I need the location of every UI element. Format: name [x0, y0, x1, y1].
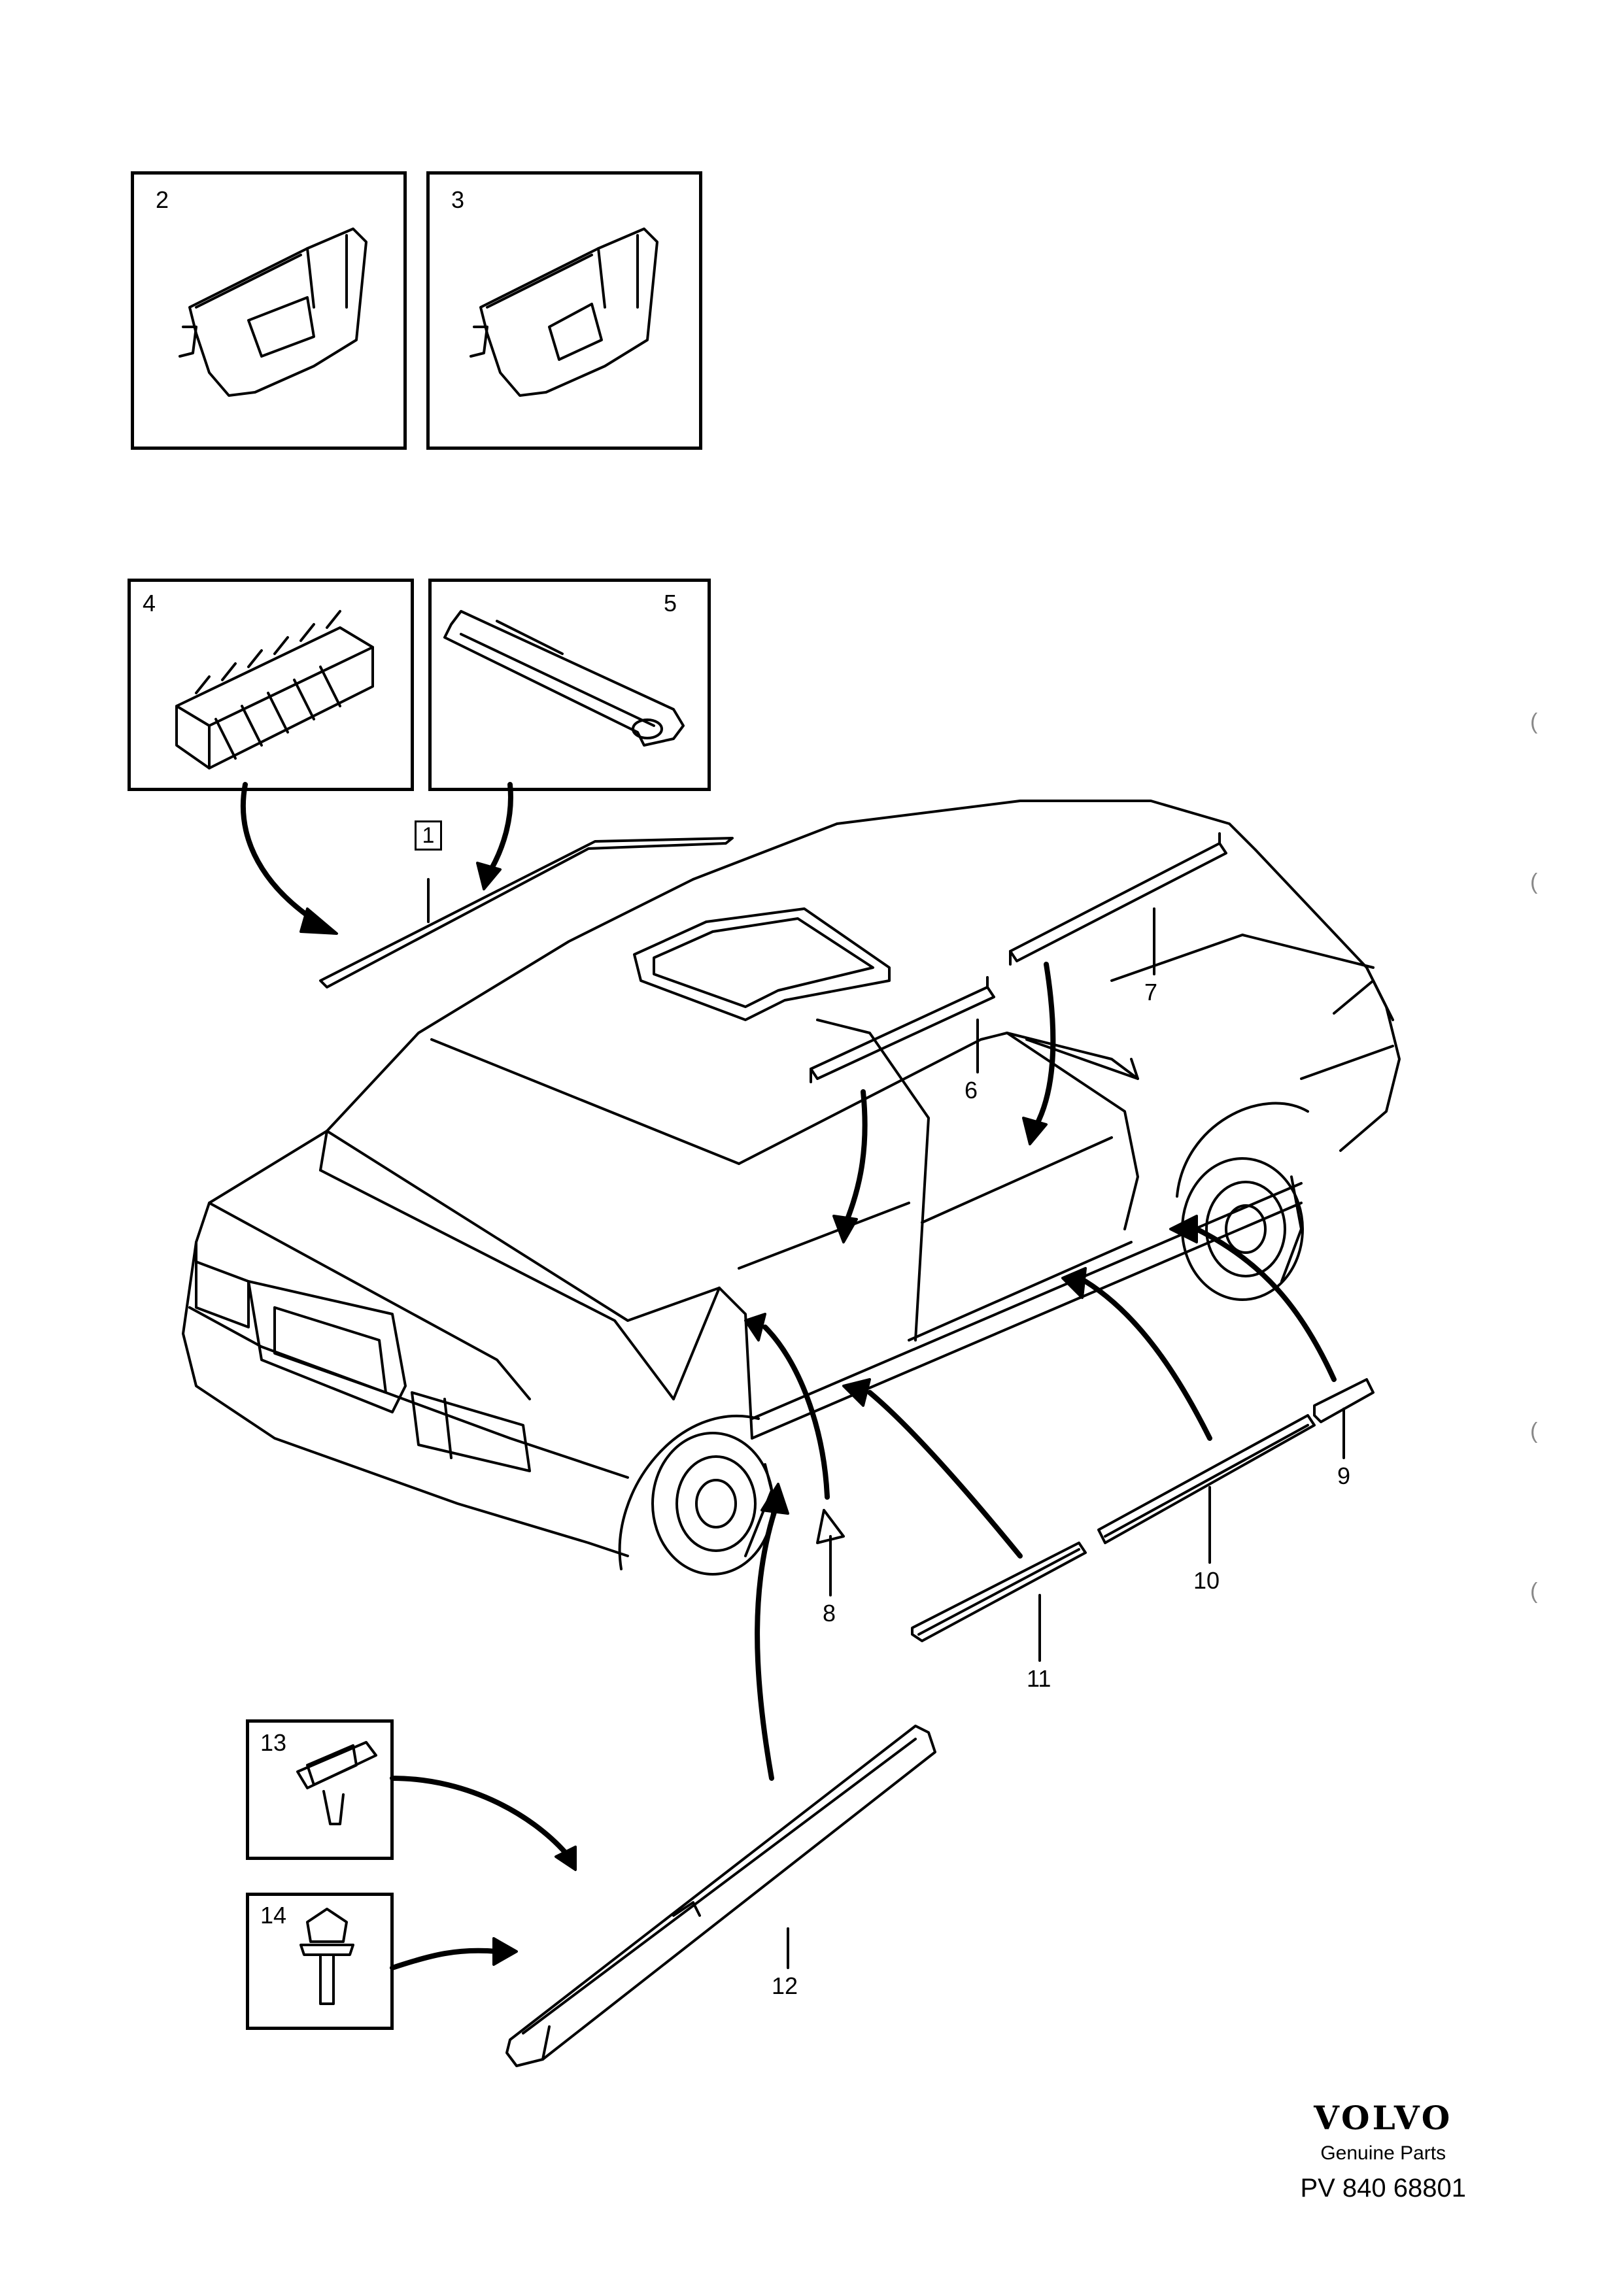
edge-mark: (: [1530, 709, 1538, 734]
clip-strip-part-4-drawing: [175, 610, 374, 769]
rivet-part-14-drawing: [299, 1908, 354, 2005]
callout-1: 1: [415, 820, 442, 851]
edge-mark: (: [1530, 1579, 1538, 1604]
roof-strip-part-1: [319, 837, 734, 988]
inset-box-part-13: [246, 1719, 394, 1860]
arrow-13-to-sill: [390, 1776, 572, 1859]
edge-mark: (: [1530, 869, 1538, 894]
arrow-5-to-strip: [485, 782, 513, 879]
molding-part-9: [1313, 1378, 1375, 1459]
callout-14: 14: [260, 1902, 287, 1929]
callout-3: 3: [451, 186, 465, 213]
diagram-reference: PV 840 68801: [1300, 2174, 1466, 2203]
molding-part-11: [911, 1542, 1087, 1662]
arrow-6-to-door: [841, 1089, 868, 1232]
inset-box-part-5: [428, 579, 711, 791]
arrow-14-to-sill: [390, 1948, 500, 1970]
rail-part-5-drawing: [443, 610, 685, 747]
clip-part-2-drawing: [179, 228, 367, 397]
arrow-12-to-car: [755, 1508, 777, 1781]
clip-part-13-drawing: [296, 1741, 377, 1825]
trim-part-8: [816, 1509, 845, 1596]
clip-part-3-drawing: [470, 228, 658, 397]
molding-part-10: [1097, 1414, 1316, 1564]
callout-13: 13: [260, 1729, 287, 1756]
callout-2: 2: [156, 186, 169, 213]
arrow-4-to-strip: [240, 782, 330, 931]
inset-box-part-14: [246, 1893, 394, 2030]
arrow-9-to-car: [1194, 1226, 1337, 1382]
arrow-11-to-car: [867, 1390, 1023, 1559]
roof-rail-part-7: [1009, 832, 1227, 975]
brand-logo: VOLVO: [1314, 2099, 1453, 2137]
callout-6: 6: [965, 1077, 978, 1104]
sill-molding-part-12: [505, 1725, 936, 2067]
car-body-drawing: [182, 800, 1401, 1576]
callout-8: 8: [823, 1600, 836, 1627]
callout-11: 11: [1027, 1665, 1051, 1692]
callout-5: 5: [664, 590, 677, 616]
arrow-7-to-door: [1031, 962, 1056, 1134]
callout-10: 10: [1193, 1567, 1220, 1594]
callout-9: 9: [1337, 1462, 1351, 1489]
inset-box-part-3: [426, 171, 702, 450]
footer: VOLVO Genuine Parts PV 840 68801: [1300, 2099, 1466, 2203]
brand-subtitle: Genuine Parts: [1320, 2142, 1446, 2164]
inset-box-part-2: [131, 171, 407, 450]
arrow-8-to-car: [762, 1325, 830, 1500]
arrow-10-to-car: [1083, 1279, 1212, 1441]
edge-mark: (: [1530, 1419, 1538, 1443]
roof-rail-part-6: [810, 976, 995, 1083]
callout-12: 12: [772, 1972, 798, 1999]
inset-box-part-4: [128, 579, 414, 791]
callout-7: 7: [1144, 979, 1158, 1005]
callout-4: 4: [143, 590, 156, 616]
